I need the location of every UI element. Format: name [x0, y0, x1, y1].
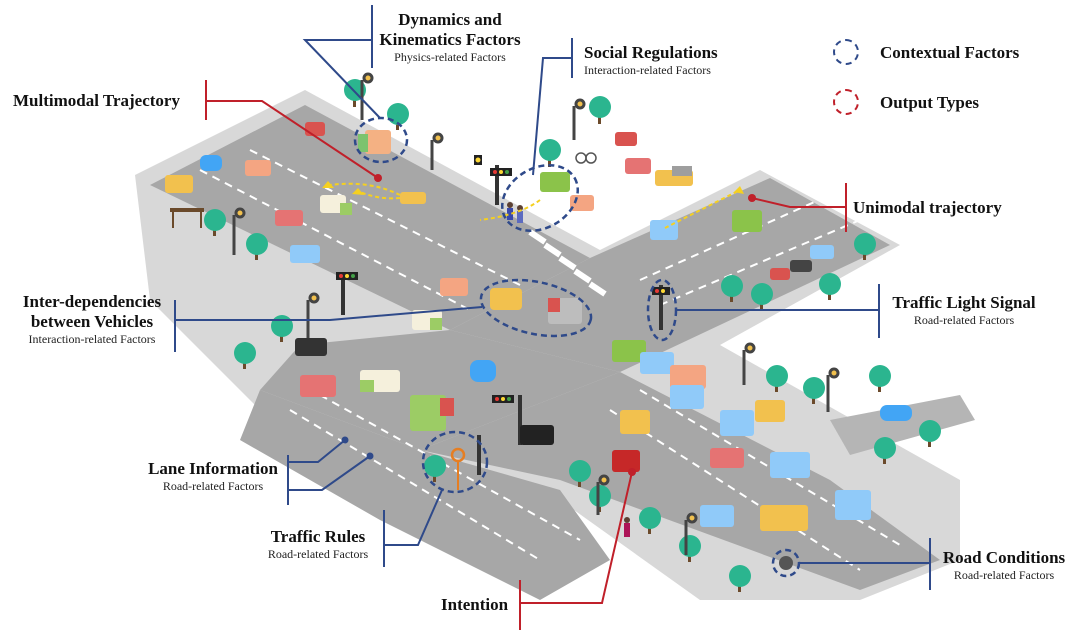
- intention-title: Intention: [441, 595, 509, 614]
- road-cond-subtitle: Road-related Factors: [953, 568, 1055, 582]
- contextual-leader-lines: [174, 5, 931, 590]
- interdep-title-line1: Inter-dependencies: [22, 292, 162, 311]
- social-title: Social Regulations: [584, 43, 718, 62]
- lane-label-group: Lane Information Road-related Factors: [140, 459, 286, 494]
- interdep-subtitle: Interaction-related Factors: [28, 332, 156, 346]
- traffic-light-title: Traffic Light Signal: [892, 293, 1036, 312]
- legend-contextual-label: Contextual Factors: [880, 43, 1020, 62]
- lane-subtitle: Road-related Factors: [162, 479, 264, 493]
- road-cond-title: Road Conditions: [942, 548, 1066, 567]
- unimodal-title: Unimodal trajectory: [853, 198, 1002, 217]
- traffic-light-label-group: Traffic Light Signal Road-related Factor…: [884, 293, 1044, 328]
- trajectory-arrows: [329, 182, 741, 229]
- interdep-title-line2: between Vehicles: [30, 312, 154, 331]
- street-lamps: [232, 72, 840, 555]
- lane-title: Lane Information: [148, 459, 278, 478]
- multimodal-title: Multimodal Trajectory: [13, 91, 180, 110]
- contextual-leader-dots: [341, 436, 374, 460]
- rules-title: Traffic Rules: [270, 527, 366, 546]
- traffic-light-subtitle: Road-related Factors: [913, 313, 1015, 327]
- crosswalk: [528, 229, 607, 297]
- legend-output-icon: [833, 89, 859, 115]
- legend-output-label: Output Types: [880, 93, 980, 112]
- trajectory-arrowheads: [322, 181, 744, 195]
- dynamics-title-line1: Dynamics and: [398, 10, 502, 29]
- vehicles: [165, 122, 912, 531]
- dynamics-label-group: Dynamics and Kinematics Factors Physics-…: [370, 10, 530, 65]
- legend-contextual-icon: [833, 39, 859, 65]
- output-leader-lines: [205, 80, 847, 630]
- road-cond-label-group: Road Conditions Road-related Factors: [934, 548, 1074, 583]
- rules-subtitle: Road-related Factors: [267, 547, 369, 561]
- output-leader-dots: [374, 174, 756, 476]
- rules-label-group: Traffic Rules Road-related Factors: [254, 527, 382, 562]
- dynamics-title-line2: Kinematics Factors: [379, 30, 521, 49]
- pedestrians-and-props: [170, 152, 793, 570]
- dynamics-subtitle: Physics-related Factors: [394, 50, 506, 64]
- social-subtitle: Interaction-related Factors: [584, 63, 711, 77]
- interdep-label-group: Inter-dependencies between Vehicles Inte…: [12, 292, 172, 347]
- social-label-group: Social Regulations Interaction-related F…: [584, 43, 718, 78]
- traffic-lights: [336, 155, 670, 475]
- contextual-highlights: [353, 116, 801, 578]
